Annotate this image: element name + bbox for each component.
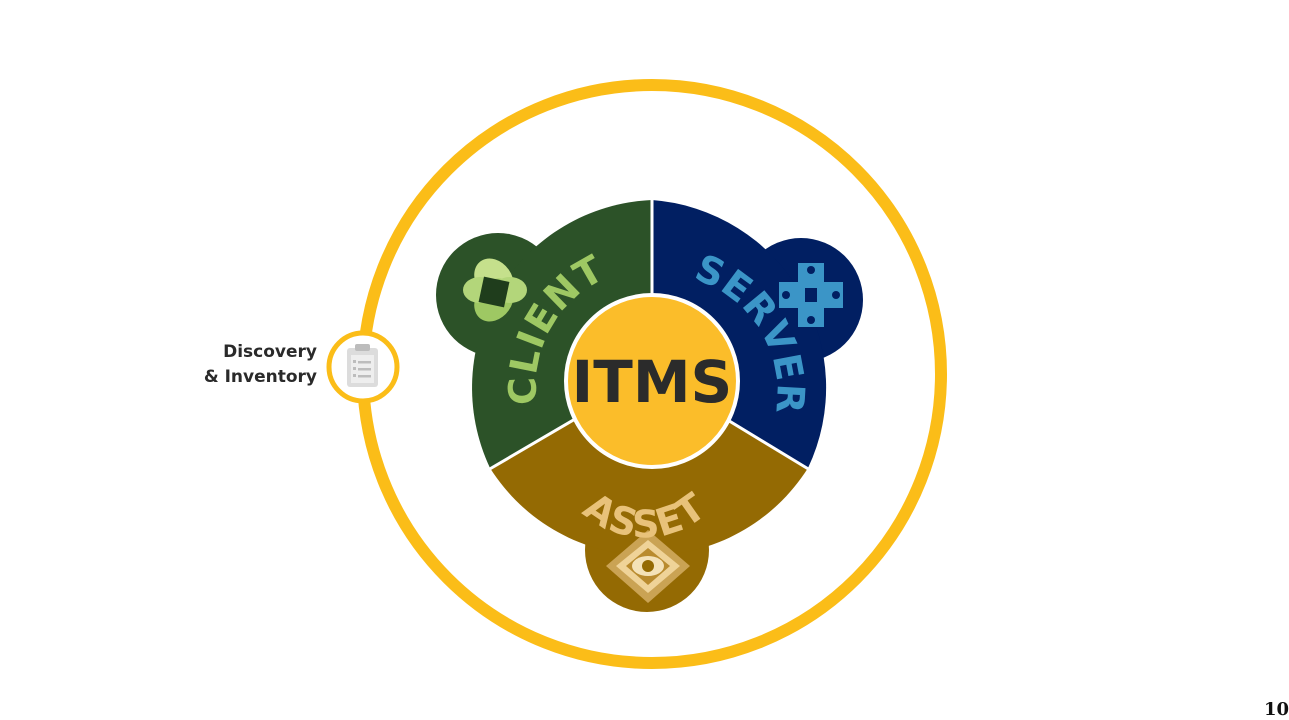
- center-label: ITMS: [572, 348, 733, 416]
- discovery-label-line2: & Inventory: [203, 367, 317, 387]
- server-plus-icon: [779, 263, 843, 327]
- client-puzzle-icon: [463, 258, 527, 322]
- discovery-label-line1: Discovery: [223, 342, 317, 362]
- page-number: 10: [1264, 699, 1289, 720]
- center-circle: [564, 293, 740, 469]
- discovery-inventory-node[interactable]: [326, 330, 400, 404]
- clipboard-checklist-icon: [347, 344, 378, 387]
- asset-eye-diamond-icon: [606, 530, 690, 603]
- discovery-inventory-label: Discovery & Inventory: [204, 340, 317, 390]
